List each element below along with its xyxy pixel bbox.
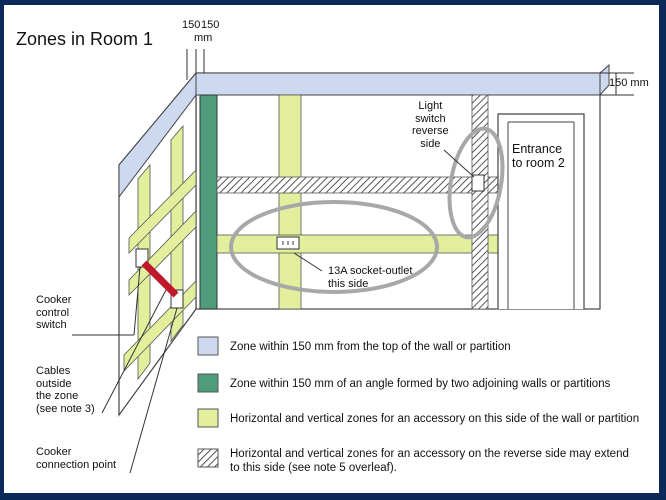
legend-text-this-side: Horizontal and vertical zones for an acc… xyxy=(230,413,640,425)
entrance-label: Entrance to room 2 xyxy=(512,142,565,171)
cooker-control-label: Cooker control switch xyxy=(36,294,72,332)
light-switch-highlight-ring xyxy=(447,126,505,240)
legend-swatch-corner-band xyxy=(197,373,219,393)
legend-text-top-band: Zone within 150 mm from the top of the w… xyxy=(230,341,511,353)
top-band-back xyxy=(195,72,601,96)
reverse-zone-vertical xyxy=(471,94,489,310)
socket-highlight-ring xyxy=(229,200,439,294)
leader-socket xyxy=(293,252,323,272)
legend-swatch-this-side xyxy=(197,408,219,428)
back-zone-horizontal xyxy=(216,234,500,254)
dim-label-corner-left: 150 xyxy=(182,19,201,31)
cables-outside-label: Cables outside the zone (see note 3) xyxy=(36,365,95,415)
zones-diagram xyxy=(72,49,634,474)
cooker-connection-label: Cooker connection point xyxy=(36,446,117,471)
dim-label-corner-unit: mm xyxy=(194,32,213,44)
entrance-doorway xyxy=(497,113,585,309)
left-zone-horizontal-1 xyxy=(128,169,197,254)
light-switch-label: Light switch reverse side xyxy=(412,100,449,150)
left-zone-horizontal-2 xyxy=(128,210,197,296)
cooker-cable xyxy=(141,260,179,298)
dim-label-corner-right: 150 xyxy=(201,19,220,31)
legend-swatch-top-band xyxy=(197,336,219,356)
leader-cooker-control-up xyxy=(133,266,141,336)
leader-cables xyxy=(101,289,167,414)
light-switch xyxy=(471,174,485,192)
top-band-right-return xyxy=(599,63,610,97)
diagram-title: Zones in Room 1 xyxy=(16,29,154,49)
legend-text-corner-band: Zone within 150 mm of an angle formed by… xyxy=(230,378,611,390)
reverse-zone-horizontal xyxy=(216,176,500,194)
back-zone-vertical xyxy=(278,94,302,310)
diagram-frame: Zones in Room 1 150 150 mm 150 mm Light … xyxy=(4,5,659,493)
legend-swatch-reverse-side xyxy=(197,448,219,468)
leader-light-switch xyxy=(443,149,475,178)
dim-label-top-band: 150 mm xyxy=(609,77,649,89)
leader-cooker-connection xyxy=(129,307,178,474)
corner-band xyxy=(199,94,218,310)
socket-outlet-label: 13A socket-outlet this side xyxy=(328,265,413,290)
legend-text-reverse-side: Horizontal and vertical zones for an acc… xyxy=(230,448,629,475)
